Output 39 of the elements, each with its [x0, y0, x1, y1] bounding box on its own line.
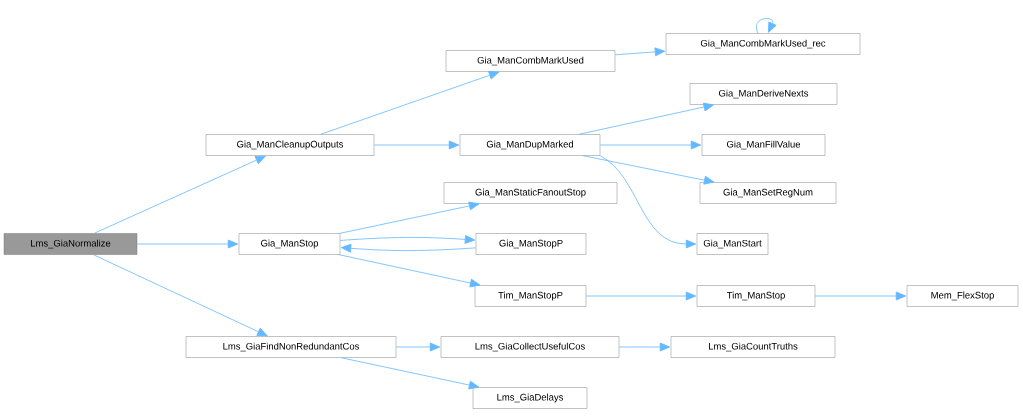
- function-box: Gia_ManStart: [696, 233, 769, 255]
- arrow: [93, 155, 266, 234]
- function-box: Tim_ManStop: [696, 285, 816, 307]
- arrow: [339, 235, 476, 244]
- arrow: [320, 71, 500, 135]
- function-box: Gia_ManStop: [238, 233, 341, 255]
- arrow: [582, 155, 715, 185]
- arrow: [136, 239, 239, 249]
- arrow: [614, 47, 666, 57]
- function-box: Mem_FlexStop: [906, 285, 1019, 307]
- function-box: Gia_ManCleanupOutputs: [205, 134, 375, 156]
- function-box: Gia_ManDupMarked: [459, 134, 601, 156]
- function-box: Gia_ManSetRegNum: [699, 182, 837, 204]
- arrow: [338, 254, 481, 288]
- function-box: Lms_GiaCollectUsefulCos: [440, 336, 620, 358]
- function-box: Lms_GiaNormalize: [3, 233, 138, 255]
- arrow: [599, 140, 702, 150]
- function-box: Lms_GiaDelays: [472, 387, 588, 409]
- arrow: [395, 342, 441, 352]
- arrow: [93, 254, 268, 337]
- function-box: Gia_ManFillValue: [701, 134, 826, 156]
- arrow: [578, 102, 714, 135]
- function-box: Gia_ManDeriveNexts: [689, 83, 838, 105]
- arrow: [599, 155, 697, 249]
- function-box: Lms_GiaCountTruths: [670, 336, 836, 358]
- function-box: Lms_GiaFindNonRedundantCos: [185, 336, 397, 358]
- function-box: Tim_ManStopP: [474, 285, 587, 307]
- arrow: [340, 357, 480, 390]
- arrow: [585, 291, 697, 301]
- arrow: [339, 201, 480, 234]
- arrow: [756, 18, 777, 34]
- function-box: Gia_ManCombMarkUsed: [445, 50, 616, 72]
- function-box: Gia_ManStopP: [475, 233, 587, 255]
- arrow: [373, 140, 460, 150]
- arrow: [618, 342, 671, 352]
- arrow: [814, 291, 907, 301]
- arrow: [340, 243, 477, 253]
- function-box: Gia_ManStaticFanoutStop: [443, 182, 618, 204]
- function-box: Gia_ManCombMarkUsed_rec: [665, 33, 861, 55]
